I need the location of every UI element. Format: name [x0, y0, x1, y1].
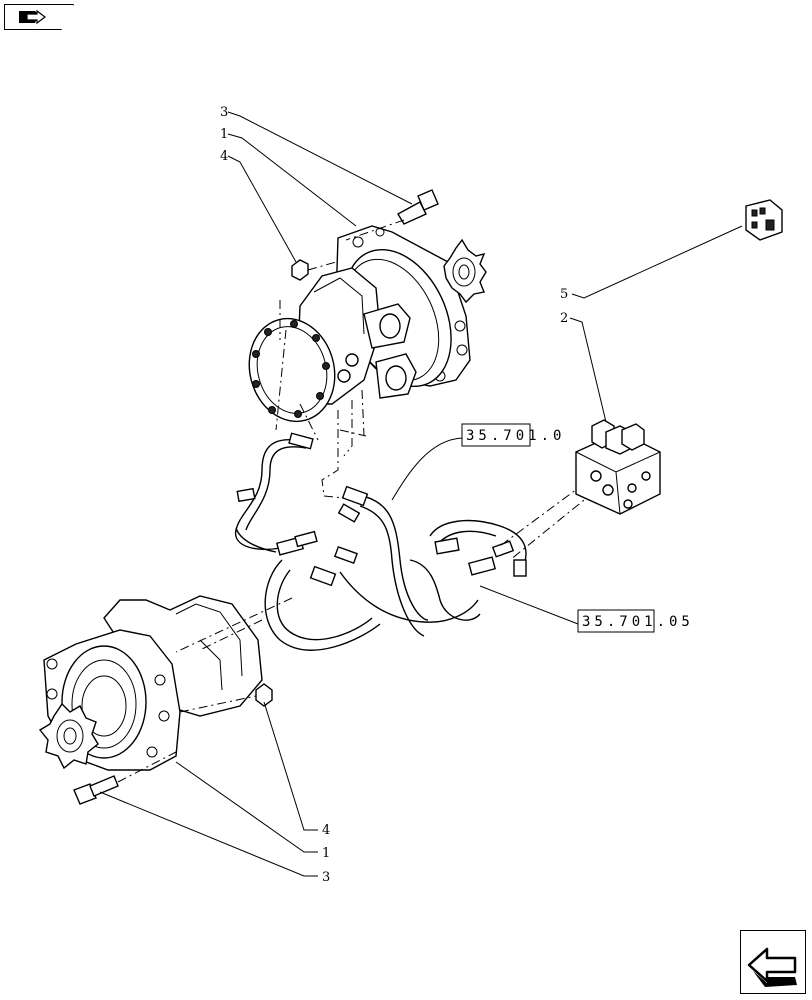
- top-bolt: [397, 189, 439, 225]
- leader-lines: [99, 111, 743, 877]
- bottom-bolt: [73, 775, 119, 805]
- hydraulic-hoses: [175, 300, 601, 653]
- reference-link-b[interactable]: 35.701.05: [577, 609, 694, 633]
- bottom-nut: [255, 683, 273, 707]
- callout-bottom-motor: 1: [322, 846, 330, 861]
- book-arrow-icon: [19, 9, 46, 25]
- reference-link-a[interactable]: 35.701.0: [461, 423, 565, 447]
- callout-bottom-nut: 4: [322, 823, 330, 838]
- bottom-drive-motor: [38, 595, 273, 805]
- callout-top-motor: 1: [220, 127, 228, 142]
- callout-connector: 5: [560, 287, 568, 302]
- reference-b-text: 35.701.05: [582, 614, 694, 630]
- end-cap-bolts: [252, 320, 330, 418]
- reference-a-text: 35.701.0: [466, 428, 565, 444]
- electrical-connector: [745, 199, 783, 241]
- callout-valve: 2: [560, 311, 568, 326]
- return-arrow-icon: [747, 947, 797, 987]
- callout-top-nut: 4: [220, 149, 228, 164]
- callout-labels: 3 1 4 5 2 4 1 3: [220, 105, 568, 885]
- valve-block: [575, 419, 661, 515]
- callout-top-bolt: 3: [220, 105, 228, 120]
- hose-fittings: [236, 432, 527, 587]
- bottom-sprocket: [38, 702, 99, 770]
- callout-bottom-bolt: 3: [322, 870, 330, 885]
- top-drive-motor: [248, 189, 487, 423]
- return-button[interactable]: [740, 930, 806, 994]
- top-sprocket: [443, 238, 487, 304]
- page-nav-tab[interactable]: [4, 4, 74, 30]
- top-nut: [291, 259, 309, 281]
